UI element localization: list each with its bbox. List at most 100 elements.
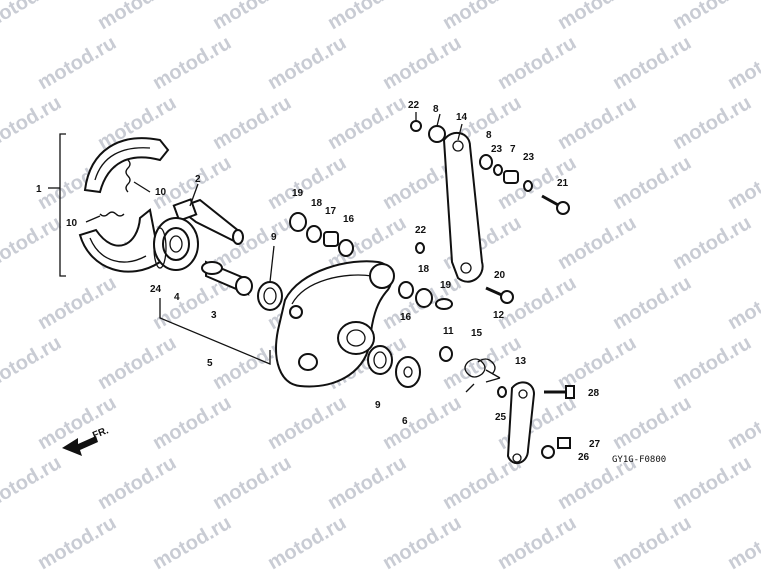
washer-18b <box>415 288 433 308</box>
watermark-text: motod.ru <box>724 512 761 570</box>
watermark-text: motod.ru <box>494 512 580 570</box>
watermark-text: motod.ru <box>379 32 465 94</box>
watermark-text: motod.ru <box>724 392 761 454</box>
bolt-22b <box>415 242 425 254</box>
washer-11 <box>439 346 453 362</box>
callout-12: 12 <box>493 310 505 321</box>
bearing-8a <box>428 125 446 143</box>
return-spring-15 <box>464 358 496 393</box>
watermark-text: motod.ru <box>609 392 695 454</box>
callout-9a: 9 <box>271 232 277 243</box>
cap-22a <box>410 120 422 132</box>
clip-12 <box>485 369 501 383</box>
watermark-text: motod.ru <box>264 32 350 94</box>
seal-19b <box>435 298 453 310</box>
callout-14: 14 <box>456 112 468 123</box>
watermark-text: motod.ru <box>724 32 761 94</box>
direction-label: FR. <box>91 425 110 441</box>
callout-8a: 8 <box>433 104 439 115</box>
spring-upper <box>125 159 131 193</box>
watermark-text: motod.ru <box>209 92 295 154</box>
callout-18a: 18 <box>311 198 323 209</box>
callout-19a: 19 <box>292 188 304 199</box>
callout-28: 28 <box>588 388 600 399</box>
callout-20: 20 <box>494 270 506 281</box>
ring-23b <box>523 180 533 192</box>
watermark-text: motod.ru <box>149 512 235 570</box>
watermark-text: motod.ru <box>724 152 761 214</box>
ring-23a <box>493 164 503 176</box>
watermark-text: motod.ru <box>94 332 180 394</box>
watermark-text: motod.ru <box>439 332 525 394</box>
callout-15: 15 <box>471 328 483 339</box>
callout-19b: 19 <box>440 280 452 291</box>
watermark-text: motod.ru <box>669 332 755 394</box>
collar-16a <box>338 239 354 257</box>
watermark-text: motod.ru <box>149 32 235 94</box>
watermark-text: motod.ru <box>669 212 755 274</box>
watermark-text: motod.ru <box>34 272 120 334</box>
watermark-text: motod.ru <box>264 392 350 454</box>
watermark-text: motod.ru <box>0 452 65 514</box>
callout-24: 24 <box>150 284 162 295</box>
callout-21: 21 <box>557 178 569 189</box>
watermark-text: motod.ru <box>0 0 65 34</box>
watermark-text: motod.ru <box>149 392 235 454</box>
callout-23a: 23 <box>491 144 503 155</box>
callout-9b: 9 <box>375 400 381 411</box>
link-arm-13 <box>506 381 536 465</box>
callout-13: 13 <box>515 356 527 367</box>
indicator-gear <box>153 217 199 271</box>
callout-27: 27 <box>589 439 601 450</box>
brake-panel <box>275 260 395 388</box>
watermark-text: motod.ru <box>34 512 120 570</box>
watermark-text: motod.ru <box>724 272 761 334</box>
watermark-text: motod.ru <box>324 92 410 154</box>
watermark-text: motod.ru <box>609 272 695 334</box>
oil-seal-right <box>367 345 393 375</box>
callout-10a: 10 <box>155 187 167 198</box>
callout-18b: 18 <box>418 264 430 275</box>
watermark-text: motod.ru <box>264 512 350 570</box>
watermark-text: motod.ru <box>554 0 640 34</box>
callout-7: 7 <box>510 144 516 155</box>
watermark-text: motod.ru <box>609 512 695 570</box>
callout-22a: 22 <box>408 100 420 111</box>
watermark-text: motod.ru <box>554 332 640 394</box>
callout-6: 6 <box>402 416 408 427</box>
collar-25 <box>497 386 507 398</box>
watermark-text: motod.ru <box>609 152 695 214</box>
washer-18a <box>306 225 322 243</box>
callout-3: 3 <box>211 310 217 321</box>
cap-26 <box>541 445 555 459</box>
watermark-text: motod.ru <box>0 92 65 154</box>
collar-7 <box>503 170 519 184</box>
figure-code: GY1G-F0800 <box>612 455 666 465</box>
callout-23b: 23 <box>523 152 535 163</box>
collar <box>201 260 253 296</box>
watermark-text: motod.ru <box>669 452 755 514</box>
watermark-text: motod.ru <box>0 332 65 394</box>
spring-lower <box>99 211 125 217</box>
callout-2: 2 <box>195 174 201 185</box>
leader-lines <box>85 112 463 283</box>
bushing-17 <box>323 231 339 247</box>
watermark-text: motod.ru <box>34 32 120 94</box>
bracket-5 <box>159 298 271 365</box>
callout-11: 11 <box>443 326 454 337</box>
watermark-text: motod.ru <box>94 452 180 514</box>
callout-25: 25 <box>495 412 507 423</box>
watermark-text: motod.ru <box>494 32 580 94</box>
watermark-text: motod.ru <box>94 0 180 34</box>
callout-26: 26 <box>578 452 590 463</box>
callout-22b: 22 <box>415 225 427 236</box>
callout-10b: 10 <box>66 218 78 229</box>
watermark-text: motod.ru <box>379 392 465 454</box>
callout-16a: 16 <box>343 214 355 225</box>
watermark-text: motod.ru <box>554 212 640 274</box>
bearing-8b <box>479 154 493 170</box>
watermark-text: motod.ru <box>669 92 755 154</box>
callout-4: 4 <box>174 292 180 303</box>
seal-19a <box>289 212 307 232</box>
watermark-text: motod.ru <box>324 0 410 34</box>
